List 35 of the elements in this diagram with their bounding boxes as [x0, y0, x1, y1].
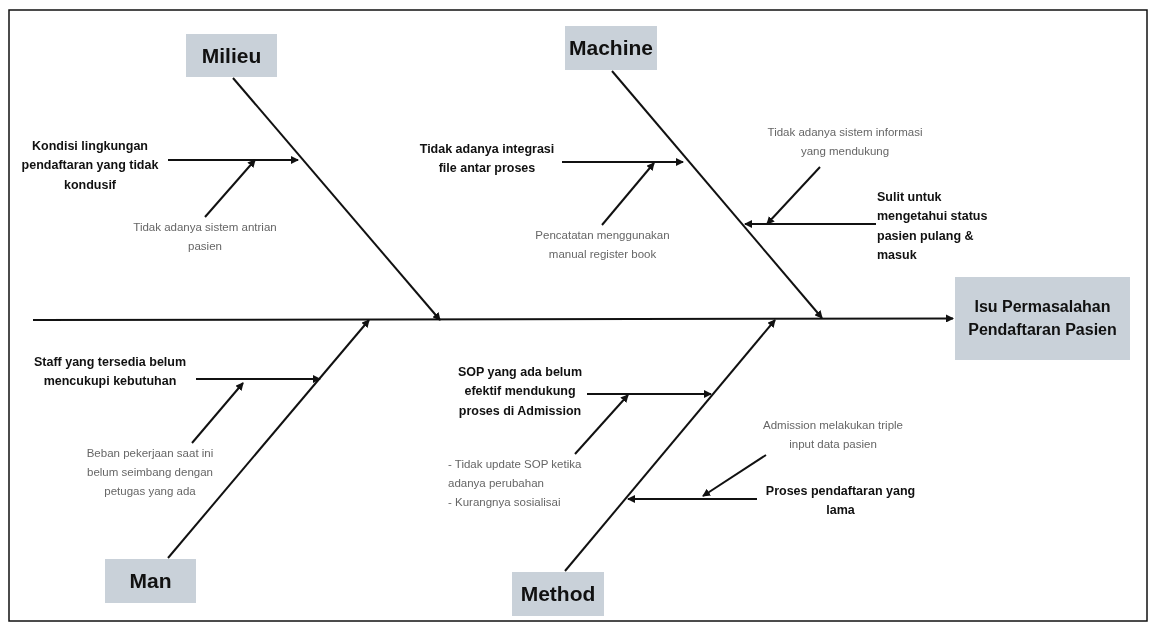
sub-cause-text: Tidak adanya sistem informasi yang mendukung	[760, 123, 930, 161]
sub-cause-text: Beban pekerjaan saat ini belum seimbang dengan petugas yang ada	[85, 444, 215, 501]
arrow	[167, 319, 370, 559]
cause-text: Sulit untuk mengetahui status pasien pulang & masuk	[877, 188, 1007, 266]
sub-cause-text: Pencatatan menggunakan manual register book	[520, 226, 685, 264]
arrow	[204, 159, 256, 218]
cause-text: Kondisi lingkungan pendaftaran yang tidak kondusif	[15, 137, 165, 196]
arrow	[32, 314, 954, 323]
problem-box: Isu Permasalahan Pendaftaran Pasien	[955, 277, 1130, 360]
arrow	[564, 319, 776, 572]
arrow	[601, 162, 655, 226]
arrow	[167, 156, 299, 164]
arrow	[232, 77, 441, 321]
arrow	[191, 382, 244, 444]
arrow	[702, 454, 767, 497]
bullet-text: - Tidak update SOP ketika adanya perubahan	[448, 457, 583, 491]
cause-text: SOP yang ada belum efektif mendukung proses di Admission	[456, 363, 584, 422]
sub-cause-text: Admission melakukan triple input data pasien	[758, 416, 908, 454]
cause-text: Proses pendaftaran yang lama	[758, 482, 923, 521]
arrow	[195, 375, 321, 383]
arrow	[611, 70, 823, 319]
arrow	[766, 166, 821, 225]
arrow	[627, 495, 758, 503]
bullet-text: - Kurangnya sosialisai	[448, 494, 562, 510]
category-box: Method	[512, 572, 604, 616]
arrow	[744, 220, 877, 228]
sub-cause-text: Tidak adanya sistem antrian pasien	[120, 218, 290, 256]
category-box: Machine	[565, 26, 657, 70]
category-box: Man	[105, 559, 196, 603]
cause-text: Staff yang tersedia belum mencukupi kebutuhan	[25, 353, 195, 392]
arrow	[574, 394, 629, 455]
arrow	[586, 390, 712, 398]
category-box: Milieu	[186, 34, 277, 77]
arrow	[561, 158, 684, 166]
cause-text: Tidak adanya integrasi file antar proses	[412, 140, 562, 179]
